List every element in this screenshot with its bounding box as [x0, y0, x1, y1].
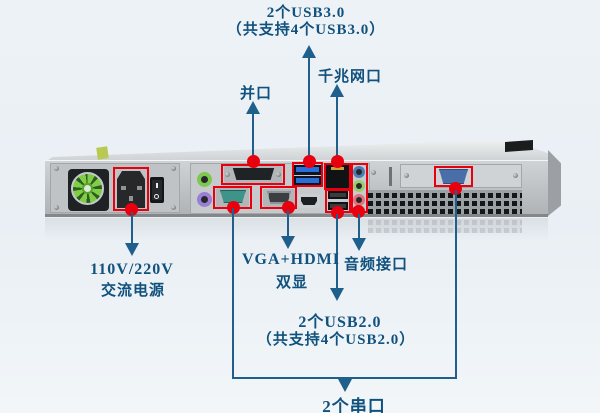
- screw: [276, 172, 281, 177]
- power-switch-off-mark: [154, 194, 159, 199]
- parallel-dot: [247, 155, 260, 168]
- screw: [171, 205, 176, 210]
- label-power-line2: 交流电源: [100, 283, 166, 299]
- ac-pin: [121, 186, 126, 190]
- usb3-line: [308, 58, 310, 162]
- lan-dot: [331, 155, 344, 168]
- power-switch-on-mark: [156, 183, 158, 188]
- ps2-keyboard-port: [197, 192, 212, 207]
- psu-fan-hub: [82, 183, 93, 194]
- lan-port-pins: [331, 167, 344, 170]
- serial-arrowhead: [338, 379, 352, 392]
- label-usb3-line1: 2个USB3.0: [266, 5, 346, 21]
- lan-arrowhead: [330, 84, 344, 97]
- parallel-port: [232, 168, 275, 180]
- label-lan: 千兆网口: [317, 69, 383, 85]
- screw: [54, 205, 59, 210]
- screw: [171, 166, 176, 171]
- label-usb2-line2: （共支持4个USB2.0）: [256, 332, 416, 348]
- vent-grille: [368, 190, 522, 214]
- screw: [225, 172, 230, 177]
- serial-bracket-bottom: [232, 377, 457, 379]
- usb3-port-1-tongue: [296, 167, 319, 172]
- usb2-arrowhead: [330, 288, 344, 301]
- screw: [513, 173, 518, 178]
- highlight-vga: [260, 186, 297, 209]
- label-serial: 2个串口: [322, 397, 386, 413]
- chassis-reflection: [45, 218, 548, 240]
- audio-mic-jack: [353, 194, 365, 206]
- lid-latch-tab: [96, 146, 109, 160]
- parallel-arrowhead: [246, 101, 260, 114]
- chassis-bottom-edge: [45, 214, 548, 217]
- serial-2-dot: [449, 182, 462, 195]
- usb2-line: [336, 214, 338, 288]
- audio-line-in-jack: [353, 166, 365, 178]
- display-line: [287, 210, 289, 236]
- display-arrowhead: [281, 236, 295, 249]
- display-dot: [282, 201, 295, 214]
- usb3-dot: [303, 155, 316, 168]
- usb3-arrowhead: [302, 45, 316, 58]
- power-dot: [125, 203, 138, 216]
- label-usb2-line1: 2个USB2.0: [298, 314, 382, 331]
- right-mounting-ear: [505, 140, 533, 152]
- usb3-port-2-tongue: [296, 178, 319, 183]
- serial-bracket-right: [455, 190, 457, 379]
- label-parallel: 并口: [239, 86, 273, 102]
- power-line: [131, 212, 133, 243]
- grille-reflection: [368, 219, 522, 233]
- label-display-line1: VGA+HDMI: [242, 251, 340, 268]
- chassis-right-side: [548, 150, 561, 216]
- slot-divider: [389, 167, 392, 186]
- screw: [404, 173, 409, 178]
- hdmi-port: [301, 197, 317, 205]
- ps2-mouse-port: [197, 172, 212, 187]
- power-arrowhead: [125, 243, 139, 256]
- usb2-port-1-tongue: [330, 193, 346, 197]
- chassis-lid: [45, 139, 548, 162]
- power-switch-rocker: [152, 180, 162, 200]
- label-power-line1: 110V/220V: [90, 261, 174, 278]
- usb2-dot: [331, 206, 344, 219]
- ac-pin: [129, 196, 133, 201]
- screw: [371, 170, 376, 175]
- ac-pin: [137, 186, 142, 190]
- lan-line: [336, 97, 338, 162]
- audio-line: [358, 214, 360, 238]
- label-display-line2: 双显: [275, 275, 309, 291]
- audio-line-out-jack: [353, 180, 365, 192]
- serial-bracket-left: [232, 208, 234, 379]
- label-usb3-line2: （共支持4个USB3.0）: [226, 22, 386, 38]
- lan-port: [326, 165, 349, 188]
- audio-arrowhead: [352, 238, 366, 251]
- audio-dot: [352, 205, 365, 218]
- label-audio: 音频接口: [343, 257, 409, 273]
- serial-1-dot: [227, 201, 240, 214]
- parallel-line: [252, 114, 254, 162]
- screw: [54, 166, 59, 171]
